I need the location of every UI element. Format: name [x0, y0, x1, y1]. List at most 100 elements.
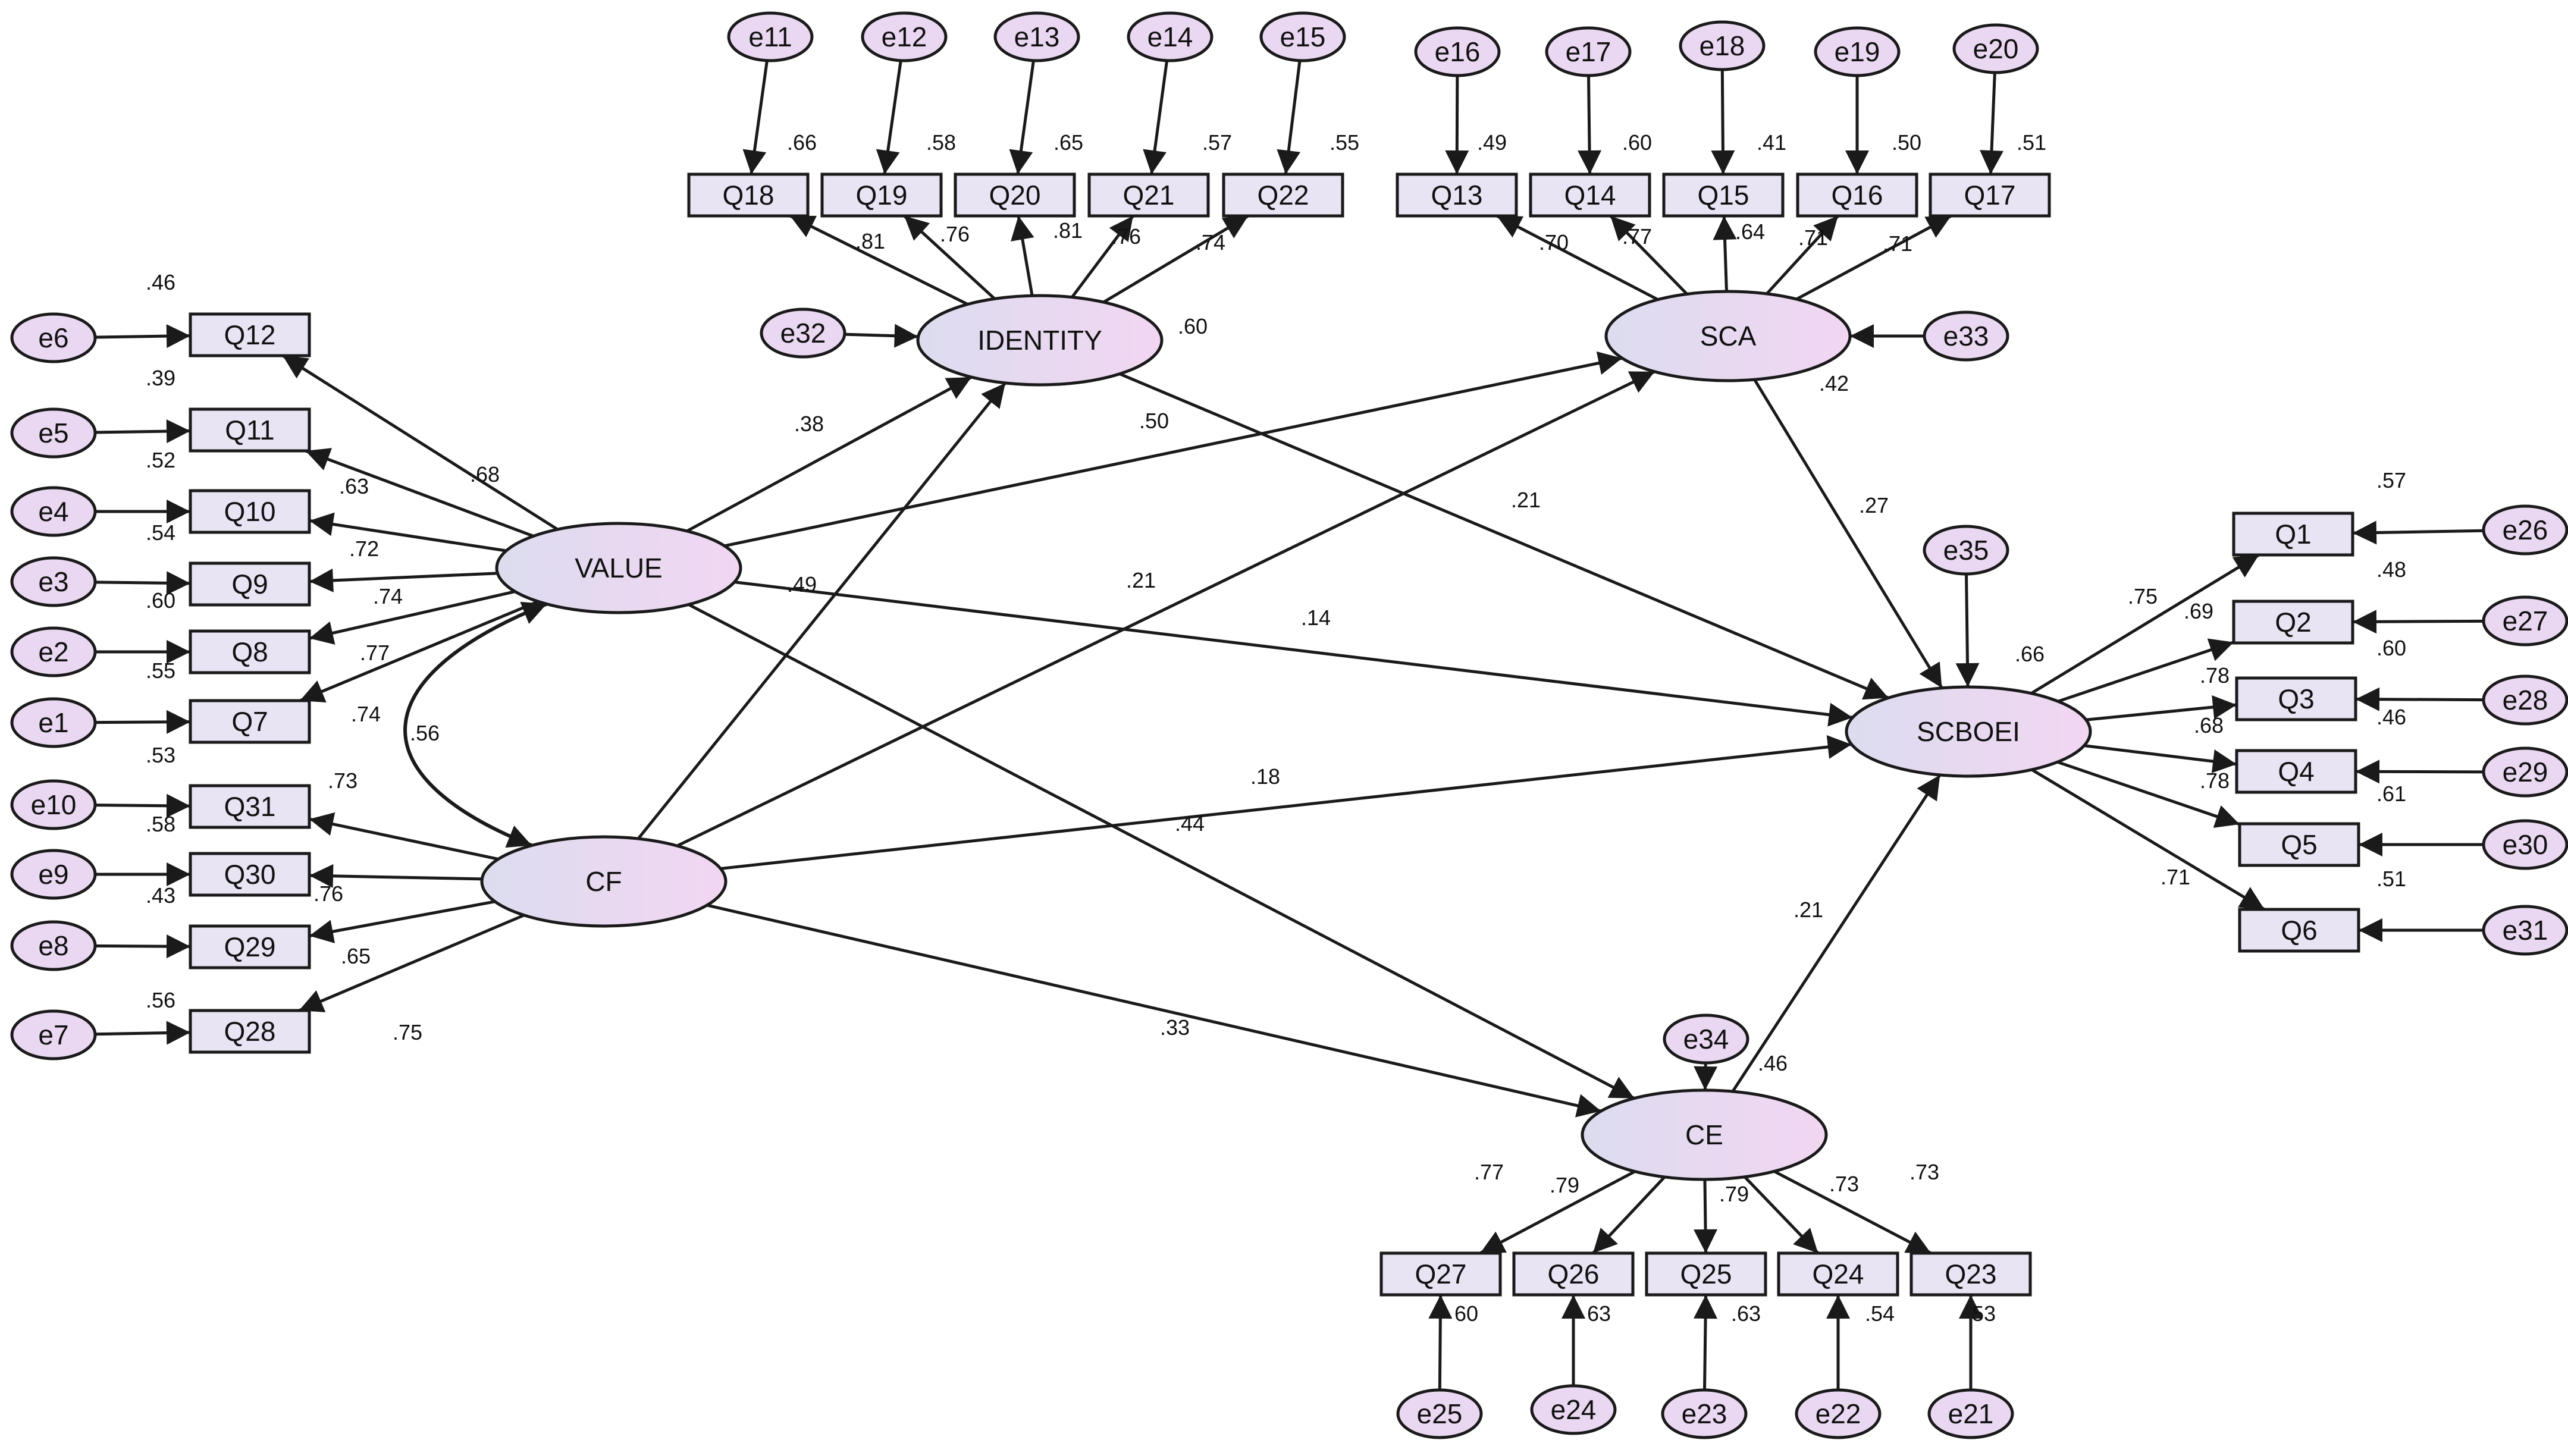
coef-scboei-q6: .71: [2161, 865, 2190, 889]
smc-q17: .51: [2017, 130, 2046, 155]
node-label-e6: e6: [38, 322, 68, 353]
error-circle-e16: [1414, 26, 1501, 77]
observed-node-q15: Q15: [1662, 172, 1785, 218]
smc-q9: .54: [146, 520, 175, 545]
error-node-e31: e31: [2482, 905, 2568, 956]
node-label-e4: e4: [38, 496, 68, 527]
path-ce-to-q24: [1744, 1176, 1820, 1254]
node-label-q1: Q1: [2275, 519, 2311, 550]
error-circle-e25: [1396, 1388, 1483, 1439]
path-cf-to-q29: [309, 900, 496, 943]
path-scboei-to-q6: [2031, 768, 2266, 911]
path-ce-to-q25: [1694, 1179, 1718, 1254]
smc-ce: .46: [1758, 1051, 1788, 1075]
error-node-e16: e16: [1414, 26, 1501, 77]
node-label-e35: e35: [1943, 535, 1989, 566]
path-identity-to-q22: [1102, 214, 1249, 304]
observed-node-q21: Q21: [1087, 172, 1210, 218]
error-circle-e33: [1923, 310, 2009, 362]
observed-box-q1: [2232, 512, 2354, 557]
coef-sca-q16: .71: [1798, 225, 1828, 250]
error-node-e28: e28: [2482, 674, 2568, 726]
coef-ce-q24: .73: [1829, 1172, 1859, 1196]
error-circle-e23: [1661, 1388, 1748, 1439]
node-label-e23: e23: [1682, 1398, 1727, 1429]
path-e18-to-q15: [1711, 69, 1735, 175]
coef-identity-scboei: .21: [1511, 488, 1541, 512]
error-node-e22: e22: [1795, 1388, 1882, 1439]
coef-cf-ce: .33: [1160, 1015, 1190, 1040]
node-label-e15: e15: [1280, 21, 1326, 52]
observed-node-q1: Q1: [2232, 512, 2354, 557]
node-label-q26: Q26: [1548, 1259, 1600, 1289]
smc-q23: 53: [1972, 1301, 1996, 1326]
path-value-to-q8: [309, 590, 516, 645]
node-label-q28: Q28: [224, 1016, 276, 1047]
observed-node-q30: Q30: [189, 852, 311, 897]
node-label-e29: e29: [2503, 757, 2548, 787]
observed-box-q20: [954, 172, 1076, 218]
node-label-e20: e20: [1973, 33, 2019, 64]
path-e6-to-q12: [95, 324, 191, 349]
coef-scboei-q3: .78: [2200, 663, 2230, 688]
node-label-e9: e9: [38, 859, 68, 890]
latent-ellipse-value: [495, 522, 742, 614]
node-label-e8: e8: [38, 930, 68, 961]
path-identity-to-scboei: [1119, 372, 1889, 700]
node-label-e21: e21: [1948, 1398, 1994, 1429]
observed-box-q13: [1396, 172, 1518, 218]
path-e11-to-q18: [742, 60, 769, 175]
observed-node-q14: Q14: [1529, 172, 1651, 218]
error-circle-e2: [10, 626, 97, 677]
path-e28-to-q3: [2355, 687, 2484, 711]
error-circle-e13: [993, 11, 1080, 62]
path-identity-to-q21: [1071, 215, 1134, 299]
path-e32-to-identity: [844, 324, 918, 348]
error-node-e20: e20: [1952, 23, 2039, 74]
coef-scboei-q4: .68: [2194, 713, 2224, 738]
observed-box-q30: [189, 852, 311, 897]
smc-q25: .63: [1731, 1301, 1761, 1326]
coef-cf-q29: .65: [341, 944, 371, 968]
error-node-e24: e24: [1530, 1384, 1617, 1435]
node-label-q15: Q15: [1698, 180, 1749, 211]
path-cf-to-q30: [309, 864, 482, 888]
node-label-e3: e3: [38, 566, 68, 597]
error-node-e17: e17: [1545, 26, 1632, 77]
observed-box-q27: [1379, 1251, 1502, 1297]
observed-node-q25: Q25: [1645, 1251, 1767, 1297]
error-circle-e19: [1814, 26, 1901, 77]
coef-value-ce: .44: [1175, 811, 1205, 836]
node-label-q20: Q20: [989, 180, 1041, 211]
node-label-e34: e34: [1683, 1024, 1729, 1055]
smc-q24: .54: [1865, 1301, 1895, 1326]
coef-sca-q14: .77: [1622, 224, 1652, 249]
node-label-q10: Q10: [224, 496, 276, 527]
path-ce-to-q26: [1592, 1176, 1666, 1254]
error-node-e21: e21: [1927, 1388, 2014, 1439]
node-label-identity: IDENTITY: [977, 325, 1102, 356]
observed-node-q18: Q18: [687, 172, 810, 218]
node-label-e33: e33: [1943, 321, 1989, 352]
observed-node-q27: Q27: [1379, 1251, 1502, 1297]
smc-q21: .57: [1202, 130, 1232, 155]
node-label-q4: Q4: [2278, 756, 2314, 787]
error-circle-e29: [2482, 746, 2568, 798]
error-node-e13: e13: [993, 11, 1080, 62]
error-circle-e17: [1545, 26, 1632, 77]
error-circle-e30: [2482, 819, 2568, 870]
node-label-q6: Q6: [2281, 915, 2317, 946]
node-label-sca: SCA: [1700, 321, 1757, 352]
path-e35-to-scboei: [1955, 573, 1980, 688]
node-label-e17: e17: [1566, 36, 1611, 67]
error-node-e5: e5: [10, 407, 97, 459]
observed-node-q9: Q9: [189, 561, 311, 607]
latent-node-sca: SCA: [1604, 290, 1852, 382]
coef-sca-q13: .70: [1539, 230, 1569, 255]
path-scboei-to-q5: [2057, 760, 2240, 828]
coef-value-q11: .63: [339, 474, 369, 498]
error-circle-e27: [2482, 595, 2568, 647]
latent-ellipse-ce: [1581, 1088, 1828, 1181]
coef-scboei-q2: .69: [2184, 599, 2213, 623]
node-label-q11: Q11: [225, 415, 275, 445]
